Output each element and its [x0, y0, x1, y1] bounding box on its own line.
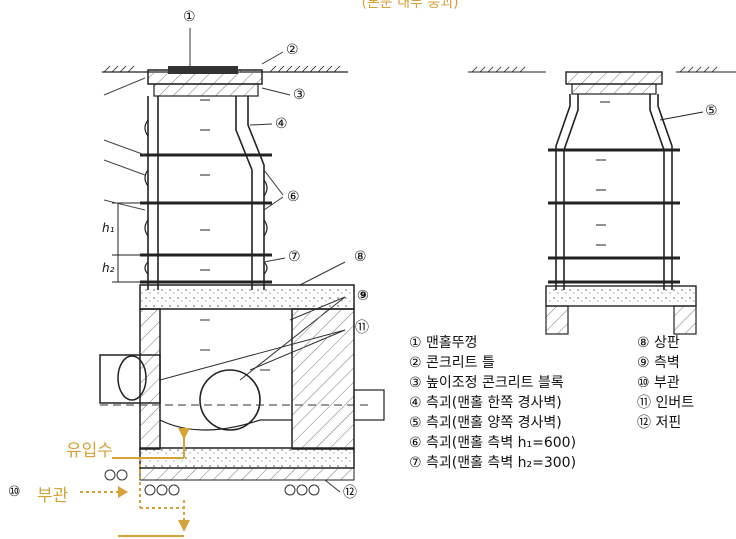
- legend-item: ⑪ 인버트: [637, 395, 695, 411]
- legend-item: ⑩ 부관: [637, 375, 680, 391]
- inflow-arrows: [80, 428, 190, 537]
- callout-12: ⑫: [343, 485, 357, 501]
- callout-3: ③: [293, 87, 306, 103]
- header-cut-text: (본문 내부 붕괴): [361, 0, 459, 11]
- chamber-left: [99, 284, 385, 496]
- ground-right: [468, 66, 736, 73]
- callout-8: ⑧: [354, 249, 367, 265]
- dimension-marks: [112, 202, 140, 283]
- legend-item: ③ 높이조정 콘크리트 블록: [409, 375, 564, 391]
- legend-left: ① 맨홀뚜껑 ② 콘크리트 틀 ③ 높이조정 콘크리트 블록 ④ 측괴(맨홀 한…: [409, 333, 576, 473]
- legend-item: ⑤ 측괴(맨홀 양쪽 경사벽): [409, 415, 562, 431]
- subpipe-label: 부관: [37, 486, 69, 506]
- shaft-right: [545, 71, 704, 335]
- dim-label-h2: h₂: [102, 261, 115, 275]
- manhole-cover-left: [147, 66, 263, 97]
- legend-item: ① 맨홀뚜껑: [409, 335, 478, 351]
- inflow-label: 유입수: [66, 441, 113, 461]
- left-leaders: [103, 77, 146, 211]
- subpipe-number: ⑩: [8, 484, 21, 500]
- legend-item: ⑫ 저핀: [637, 415, 682, 431]
- legend-right: ⑧ 상판 ⑨ 측벽 ⑩ 부관 ⑪ 인버트 ⑫ 저핀: [637, 333, 694, 433]
- legend-item: ④ 측괴(맨홀 한쪽 경사벽): [409, 395, 562, 411]
- callout-2: ②: [286, 42, 299, 58]
- callout-6: ⑥: [287, 189, 300, 205]
- legend-item: ⑨ 측벽: [637, 355, 680, 371]
- legend-item: ⑧ 상판: [637, 335, 680, 351]
- callout-11: ⑪: [355, 320, 369, 336]
- legend-item: ⑦ 측괴(맨홀 측벽 h₂=300): [409, 455, 577, 471]
- callout-7: ⑦: [288, 249, 301, 265]
- callout-1: ①: [183, 9, 196, 25]
- legend-item: ⑥ 측괴(맨홀 측벽 h₁=600): [409, 435, 577, 451]
- callout-4: ④: [275, 116, 288, 132]
- callout-5: ⑤: [705, 103, 718, 119]
- callout-9: ⑨: [357, 288, 369, 304]
- legend-item: ② 콘크리트 틀: [409, 355, 495, 371]
- dim-label-h1: h₁: [102, 221, 115, 235]
- shaft-left: [140, 96, 272, 290]
